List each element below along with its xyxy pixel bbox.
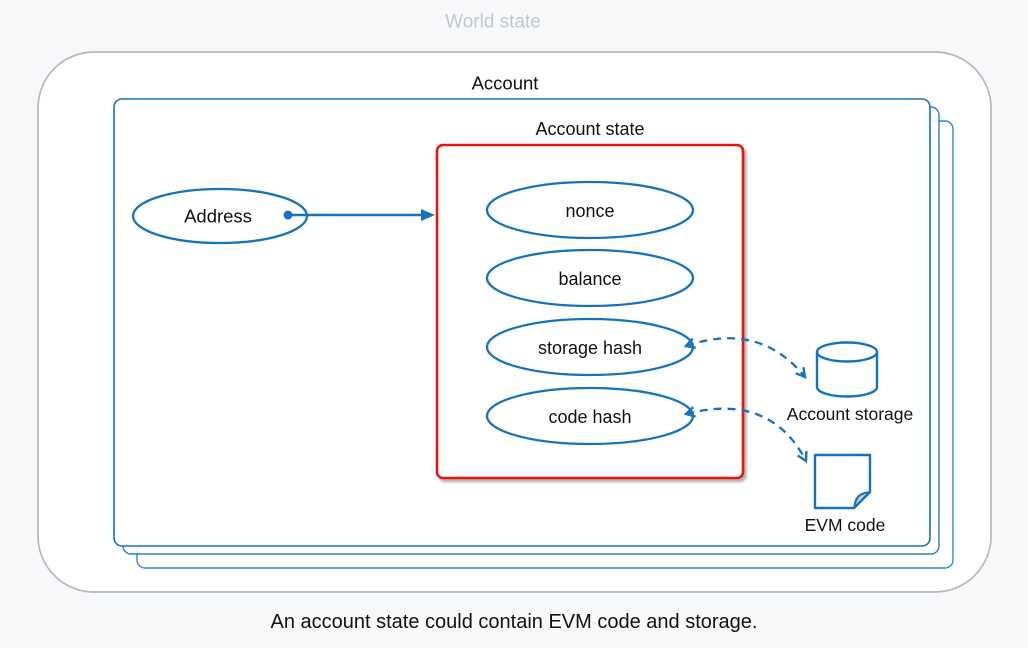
storage-hash-to-storage-arrow — [686, 337, 805, 377]
nonce-ellipse — [485, 180, 695, 240]
balance-label: balance — [558, 269, 621, 289]
caption: An account state could contain EVM code … — [271, 611, 758, 633]
account-storage-label: Account storage — [787, 404, 913, 424]
database-icon — [815, 341, 879, 398]
address-label: Address — [184, 206, 252, 227]
code-hash-to-evm-code-arrow — [686, 409, 806, 461]
world-state-title: World state — [445, 12, 541, 33]
balance-ellipse — [485, 248, 695, 308]
account-state-label: Account state — [535, 119, 644, 139]
storage-hash-label: storage hash — [538, 338, 642, 358]
document-icon — [813, 453, 872, 510]
code-hash-label: code hash — [548, 407, 631, 427]
account-label: Account — [472, 73, 539, 94]
address-to-state-arrow — [283, 209, 435, 221]
evm-code-label: EVM code — [805, 515, 886, 535]
nonce-label: nonce — [565, 201, 614, 221]
